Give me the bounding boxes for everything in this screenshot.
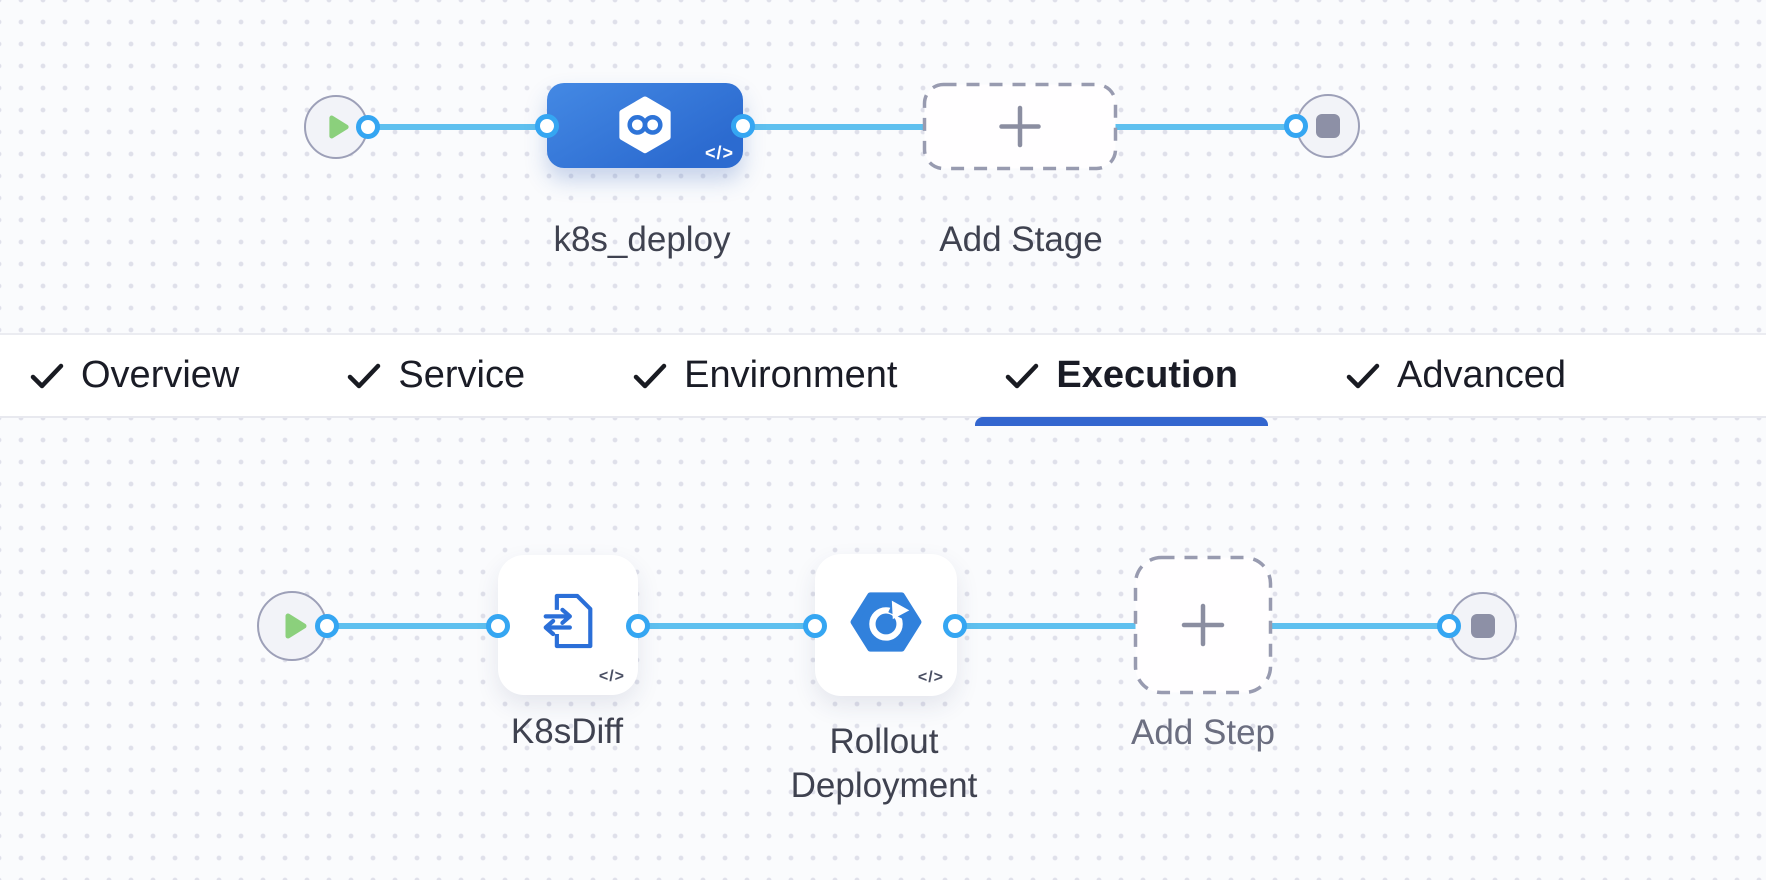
step-label-rollout-deployment: Rollout Deployment xyxy=(790,722,978,805)
connector-dot[interactable] xyxy=(803,614,827,638)
code-badge: </> xyxy=(917,669,944,686)
rollout-deployment-icon xyxy=(850,592,922,652)
k8s-diff-icon xyxy=(543,593,593,649)
connector-dot[interactable] xyxy=(315,614,339,638)
connector-dot[interactable] xyxy=(356,115,380,139)
tab-label: Execution xyxy=(1056,354,1239,396)
tab-advanced[interactable]: Advanced xyxy=(1316,335,1596,416)
check-icon xyxy=(1006,363,1039,388)
connector-dot[interactable] xyxy=(1437,614,1461,638)
tab-label: Overview xyxy=(81,354,240,396)
tab-label: Service xyxy=(398,354,526,396)
code-badge: </> xyxy=(598,668,625,685)
check-icon xyxy=(30,363,64,388)
check-icon xyxy=(1346,363,1380,388)
stage-start-node[interactable] xyxy=(304,95,368,159)
connector-dot[interactable] xyxy=(1284,114,1308,138)
step-node-rollout-deployment[interactable]: </> xyxy=(815,554,957,696)
check-icon xyxy=(633,363,667,388)
tab-overview[interactable]: Overview xyxy=(0,335,269,416)
connector-dot[interactable] xyxy=(626,614,650,638)
step-label-k8sdiff: K8sDiff xyxy=(510,712,624,751)
add-stage-button[interactable] xyxy=(922,82,1118,176)
stage-config-tabbar: Overview Service Environment Execution xyxy=(0,333,1766,426)
play-icon xyxy=(329,115,349,139)
connector-dot[interactable] xyxy=(486,614,510,638)
connector-dot[interactable] xyxy=(731,114,755,138)
connector-dot[interactable] xyxy=(535,114,559,138)
add-step-label: Add Step xyxy=(1131,713,1275,752)
tab-label: Environment xyxy=(684,354,898,396)
stop-icon xyxy=(1316,114,1340,138)
code-badge: </> xyxy=(704,143,734,163)
add-step-button[interactable] xyxy=(1133,555,1273,700)
step-node-k8sdiff[interactable]: </> xyxy=(498,555,638,695)
tab-execution[interactable]: Execution xyxy=(975,335,1269,426)
stop-icon xyxy=(1471,614,1495,638)
plus-icon xyxy=(999,105,1041,148)
add-stage-label: Add Stage xyxy=(939,220,1103,259)
connector-dot[interactable] xyxy=(943,614,967,638)
tab-service[interactable]: Service xyxy=(317,335,555,416)
stage-node-k8s-deploy[interactable]: </> xyxy=(547,83,743,168)
tab-environment[interactable]: Environment xyxy=(603,335,927,416)
play-icon xyxy=(285,613,306,639)
stage-flow-line xyxy=(336,124,1328,130)
active-tab-underline xyxy=(975,417,1269,426)
tab-label: Advanced xyxy=(1397,354,1567,396)
check-icon xyxy=(348,363,381,388)
plus-icon xyxy=(1181,603,1225,647)
stage-node-label: k8s_deploy xyxy=(553,220,731,259)
harness-cd-icon xyxy=(619,95,671,153)
